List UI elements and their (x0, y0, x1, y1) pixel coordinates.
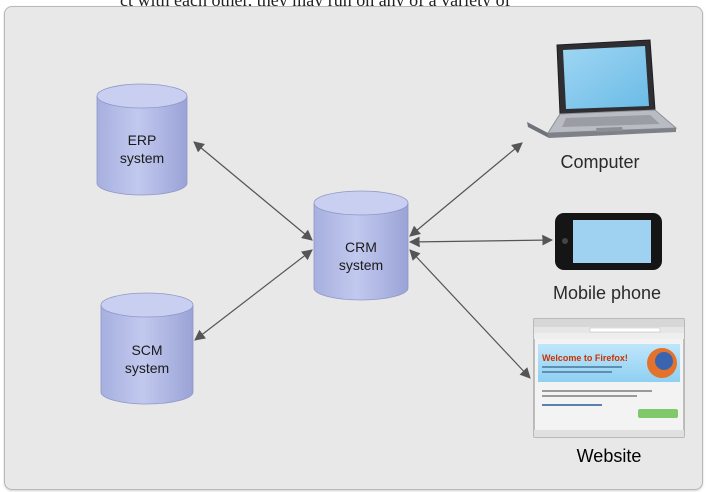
erp-system-node: ERP system (96, 83, 188, 196)
website-label: Website (577, 446, 642, 466)
firefox-welcome-heading: Welcome to Firefox! (542, 353, 628, 363)
database-cylinder-icon (100, 305, 194, 405)
mobile-label: Mobile phone (553, 283, 661, 303)
edge-crm-computer (409, 142, 523, 237)
cylinder-top (313, 190, 409, 216)
cylinder-top (100, 292, 194, 318)
mobile-phone-icon (555, 213, 662, 270)
database-cylinder-icon (96, 96, 188, 196)
crm-system-node: CRM system (313, 190, 409, 301)
computer-device: Computer (527, 39, 678, 172)
browser-window-icon: Welcome to Firefox! (533, 318, 685, 438)
scm-system-node: SCM system (100, 292, 194, 405)
edge-crm-mobile (408, 234, 554, 248)
edge-erp-crm (193, 141, 313, 241)
edge-crm-website (409, 249, 531, 379)
database-cylinder-icon (313, 203, 409, 301)
erp-label-line1: ERP (128, 132, 157, 148)
cylinder-top (96, 83, 188, 109)
edges (193, 141, 554, 379)
laptop-icon (527, 39, 678, 138)
edge-scm-crm (194, 249, 313, 341)
erp-label-line2: system (120, 150, 164, 166)
scm-label-line1: SCM (131, 342, 162, 358)
top-fragment-text: ct with each other, they may run on any … (120, 0, 511, 10)
crm-label-line2: system (339, 257, 383, 273)
computer-label: Computer (560, 152, 639, 172)
crm-label-line1: CRM (345, 239, 377, 255)
scm-label-line2: system (125, 360, 169, 376)
mobile-device: Mobile phone (553, 213, 662, 303)
website-device: Welcome to Firefox! Website (533, 318, 685, 466)
